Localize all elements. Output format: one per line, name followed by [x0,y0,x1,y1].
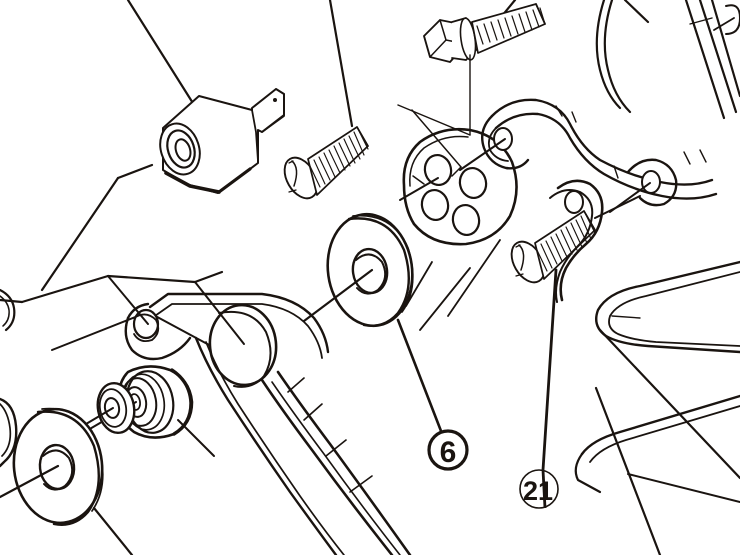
bracket-contoured-right [459,98,718,303]
callout-21-circle[interactable] [519,469,559,509]
leader-callout-21 [541,268,558,472]
callout-balloon-21[interactable]: 21 [519,469,559,509]
callout-21-leader-overlap [541,469,547,509]
washer-small-lower-left [85,381,136,435]
callout-balloon-6[interactable]: 6 [427,429,469,471]
construction-lines [405,239,501,331]
button-head-screw-upper [283,126,369,200]
spacer-collar-center [302,212,443,433]
strut-upper-right [595,0,740,120]
callout-6-circle[interactable] [427,429,469,471]
washer-large-lower-left [0,407,134,555]
linkage-arm-left [107,275,412,555]
stepped-bushing [159,88,285,194]
callout-21-label: 21 [523,476,553,506]
washer-edge-partial-left [0,288,18,468]
callout-6-label: 6 [440,436,457,469]
hex-flange-bolt [423,3,546,63]
rounded-end-member [574,260,740,555]
